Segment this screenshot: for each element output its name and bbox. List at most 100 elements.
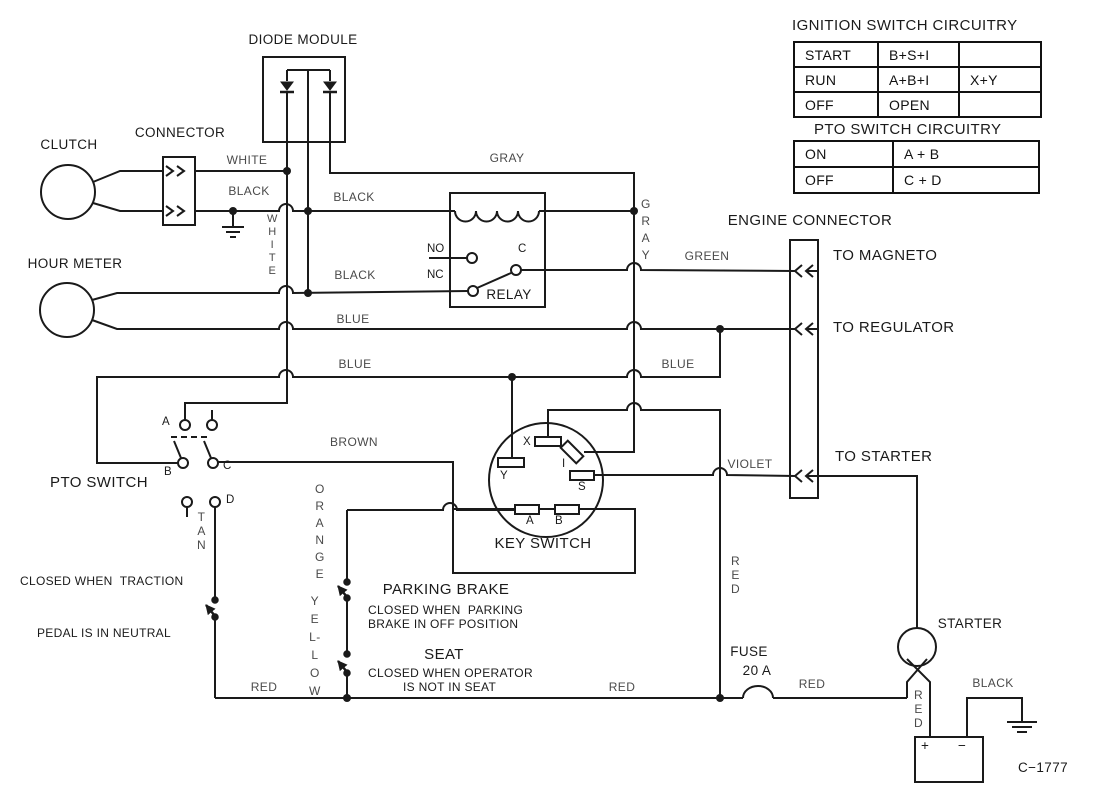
label-pto-switch: PTO SWITCH — [50, 474, 148, 491]
pto-terminal-a — [179, 419, 191, 431]
key-terminal-x — [534, 436, 562, 447]
key-switch-terminals — [497, 436, 595, 515]
terminal-label-pto-a: A — [162, 416, 170, 428]
key-terminal-a — [514, 504, 540, 515]
diode-icons — [280, 81, 337, 94]
violet-wire — [594, 467, 796, 477]
label-engine-connector: ENGINE CONNECTOR — [727, 212, 893, 229]
wire-label-violet: VIOLET — [727, 457, 773, 471]
relay-no-contact — [466, 252, 478, 264]
key-x-wire — [547, 402, 721, 698]
relay-box — [449, 192, 546, 308]
pto-terminal — [181, 496, 193, 508]
terminal-label-pto-d: D — [226, 494, 235, 506]
note-seat-2: IS NOT IN SEAT — [403, 680, 497, 694]
key-switch-symbol — [488, 422, 604, 538]
clutch-symbol — [40, 164, 96, 220]
label-starter: STARTER — [937, 616, 1003, 631]
label-fuse: FUSE — [730, 644, 768, 659]
label-key-switch: KEY SWITCH — [494, 535, 592, 552]
terminal-label-a: A — [526, 515, 534, 527]
label-relay: RELAY — [486, 287, 532, 302]
junction-dots — [229, 167, 724, 702]
terminal-label-y: Y — [500, 470, 508, 482]
gray-wire — [329, 70, 635, 453]
ignition-table-title: IGNITION SWITCH CIRCUITRY — [792, 17, 1018, 34]
battery-plus-sign: + — [921, 738, 930, 753]
table-cell: RUN — [793, 66, 879, 93]
terminal-label-s: S — [578, 481, 586, 493]
hour-meter-symbol — [39, 282, 95, 338]
wire-label-orange-vertical: O R A N G E — [315, 482, 325, 581]
pto-switch-contacts — [171, 410, 221, 517]
note-traction-2: PEDAL IS IN NEUTRAL — [37, 626, 171, 640]
relay-coil — [454, 210, 540, 223]
wire-label-black: BLACK — [228, 184, 270, 198]
fuse-symbol — [742, 685, 774, 699]
component-outlines — [39, 56, 984, 783]
connector-pins — [165, 165, 814, 483]
label-ref-number: C−1777 — [1017, 760, 1069, 775]
relay-arm — [476, 272, 512, 289]
key-terminal-i — [559, 439, 585, 465]
label-connector: CONNECTOR — [134, 125, 226, 140]
wire-label-yellow-vertical: Y E L- L O W — [309, 594, 321, 698]
wire-label-gray: GRAY — [489, 151, 525, 165]
note-traction-1: CLOSED WHEN TRACTION — [20, 574, 184, 588]
clutch-wire-top — [92, 170, 163, 183]
pto-terminal-b — [177, 457, 189, 469]
pto-terminal-c — [207, 457, 219, 469]
ground-icon — [222, 211, 244, 238]
label-diode-module: DIODE MODULE — [248, 32, 358, 47]
relay-c-contact — [510, 264, 522, 276]
ground-icon — [1007, 721, 1037, 733]
label-seat: SEAT — [424, 646, 464, 663]
black-wire-hourmeter — [91, 285, 469, 301]
ignition-switch-table: START B+S+I RUN A+B+I X+Y OFF OPEN — [793, 41, 1042, 118]
battery-minus-wire — [966, 697, 1023, 737]
battery-box — [914, 736, 984, 783]
safety-switches — [205, 578, 351, 677]
label-to-starter: TO STARTER — [835, 448, 933, 465]
pto-table-title: PTO SWITCH CIRCUITRY — [814, 121, 1002, 138]
wire-label-blue: BLUE — [661, 357, 695, 371]
terminal-label-c: C — [518, 243, 527, 255]
blue-wire-lower — [96, 329, 721, 464]
terminal-label-b: B — [555, 515, 563, 527]
wire-label-red-vertical: R E D — [731, 554, 741, 596]
table-cell: A + B — [892, 140, 1040, 168]
engine-connector-pin-icons — [793, 264, 814, 483]
relay-contacts — [429, 252, 522, 297]
wire-label-red-vertical: R E D — [914, 688, 924, 730]
diode-module-box — [262, 56, 346, 143]
table-cell: A+B+I — [877, 66, 960, 93]
wire-label-white: WHITE — [226, 153, 268, 167]
label-hour-meter: HOUR METER — [27, 256, 123, 271]
pto-arm-left — [173, 440, 182, 459]
pto-terminal-d — [209, 496, 221, 508]
table-cell: OPEN — [877, 91, 960, 118]
wire-label-white-vertical: W H I T E — [267, 213, 278, 277]
wire-label-red: RED — [608, 680, 636, 694]
label-fuse-rating: 20 A — [742, 663, 772, 678]
table-cell: ON — [793, 140, 894, 168]
wire-label-blue: BLUE — [338, 357, 372, 371]
terminal-label-i: I — [562, 458, 566, 470]
table-cell — [958, 91, 1042, 118]
wire-label-black: BLACK — [334, 268, 376, 282]
table-cell: OFF — [793, 166, 894, 194]
pto-arm-right — [203, 440, 212, 459]
wire-label-brown: BROWN — [330, 435, 378, 449]
terminal-label-pto-b: B — [164, 466, 172, 478]
battery-minus-sign: − — [958, 738, 967, 753]
key-switch-label-box — [452, 508, 636, 574]
key-terminal-b — [554, 504, 580, 515]
wire-label-green: GREEN — [684, 249, 730, 263]
connector-stubs — [806, 270, 818, 330]
table-cell: B+S+I — [877, 41, 960, 68]
note-parking-1: CLOSED WHEN PARKING — [368, 603, 524, 617]
relay-nc-contact — [467, 285, 479, 297]
pto-terminal — [206, 419, 218, 431]
